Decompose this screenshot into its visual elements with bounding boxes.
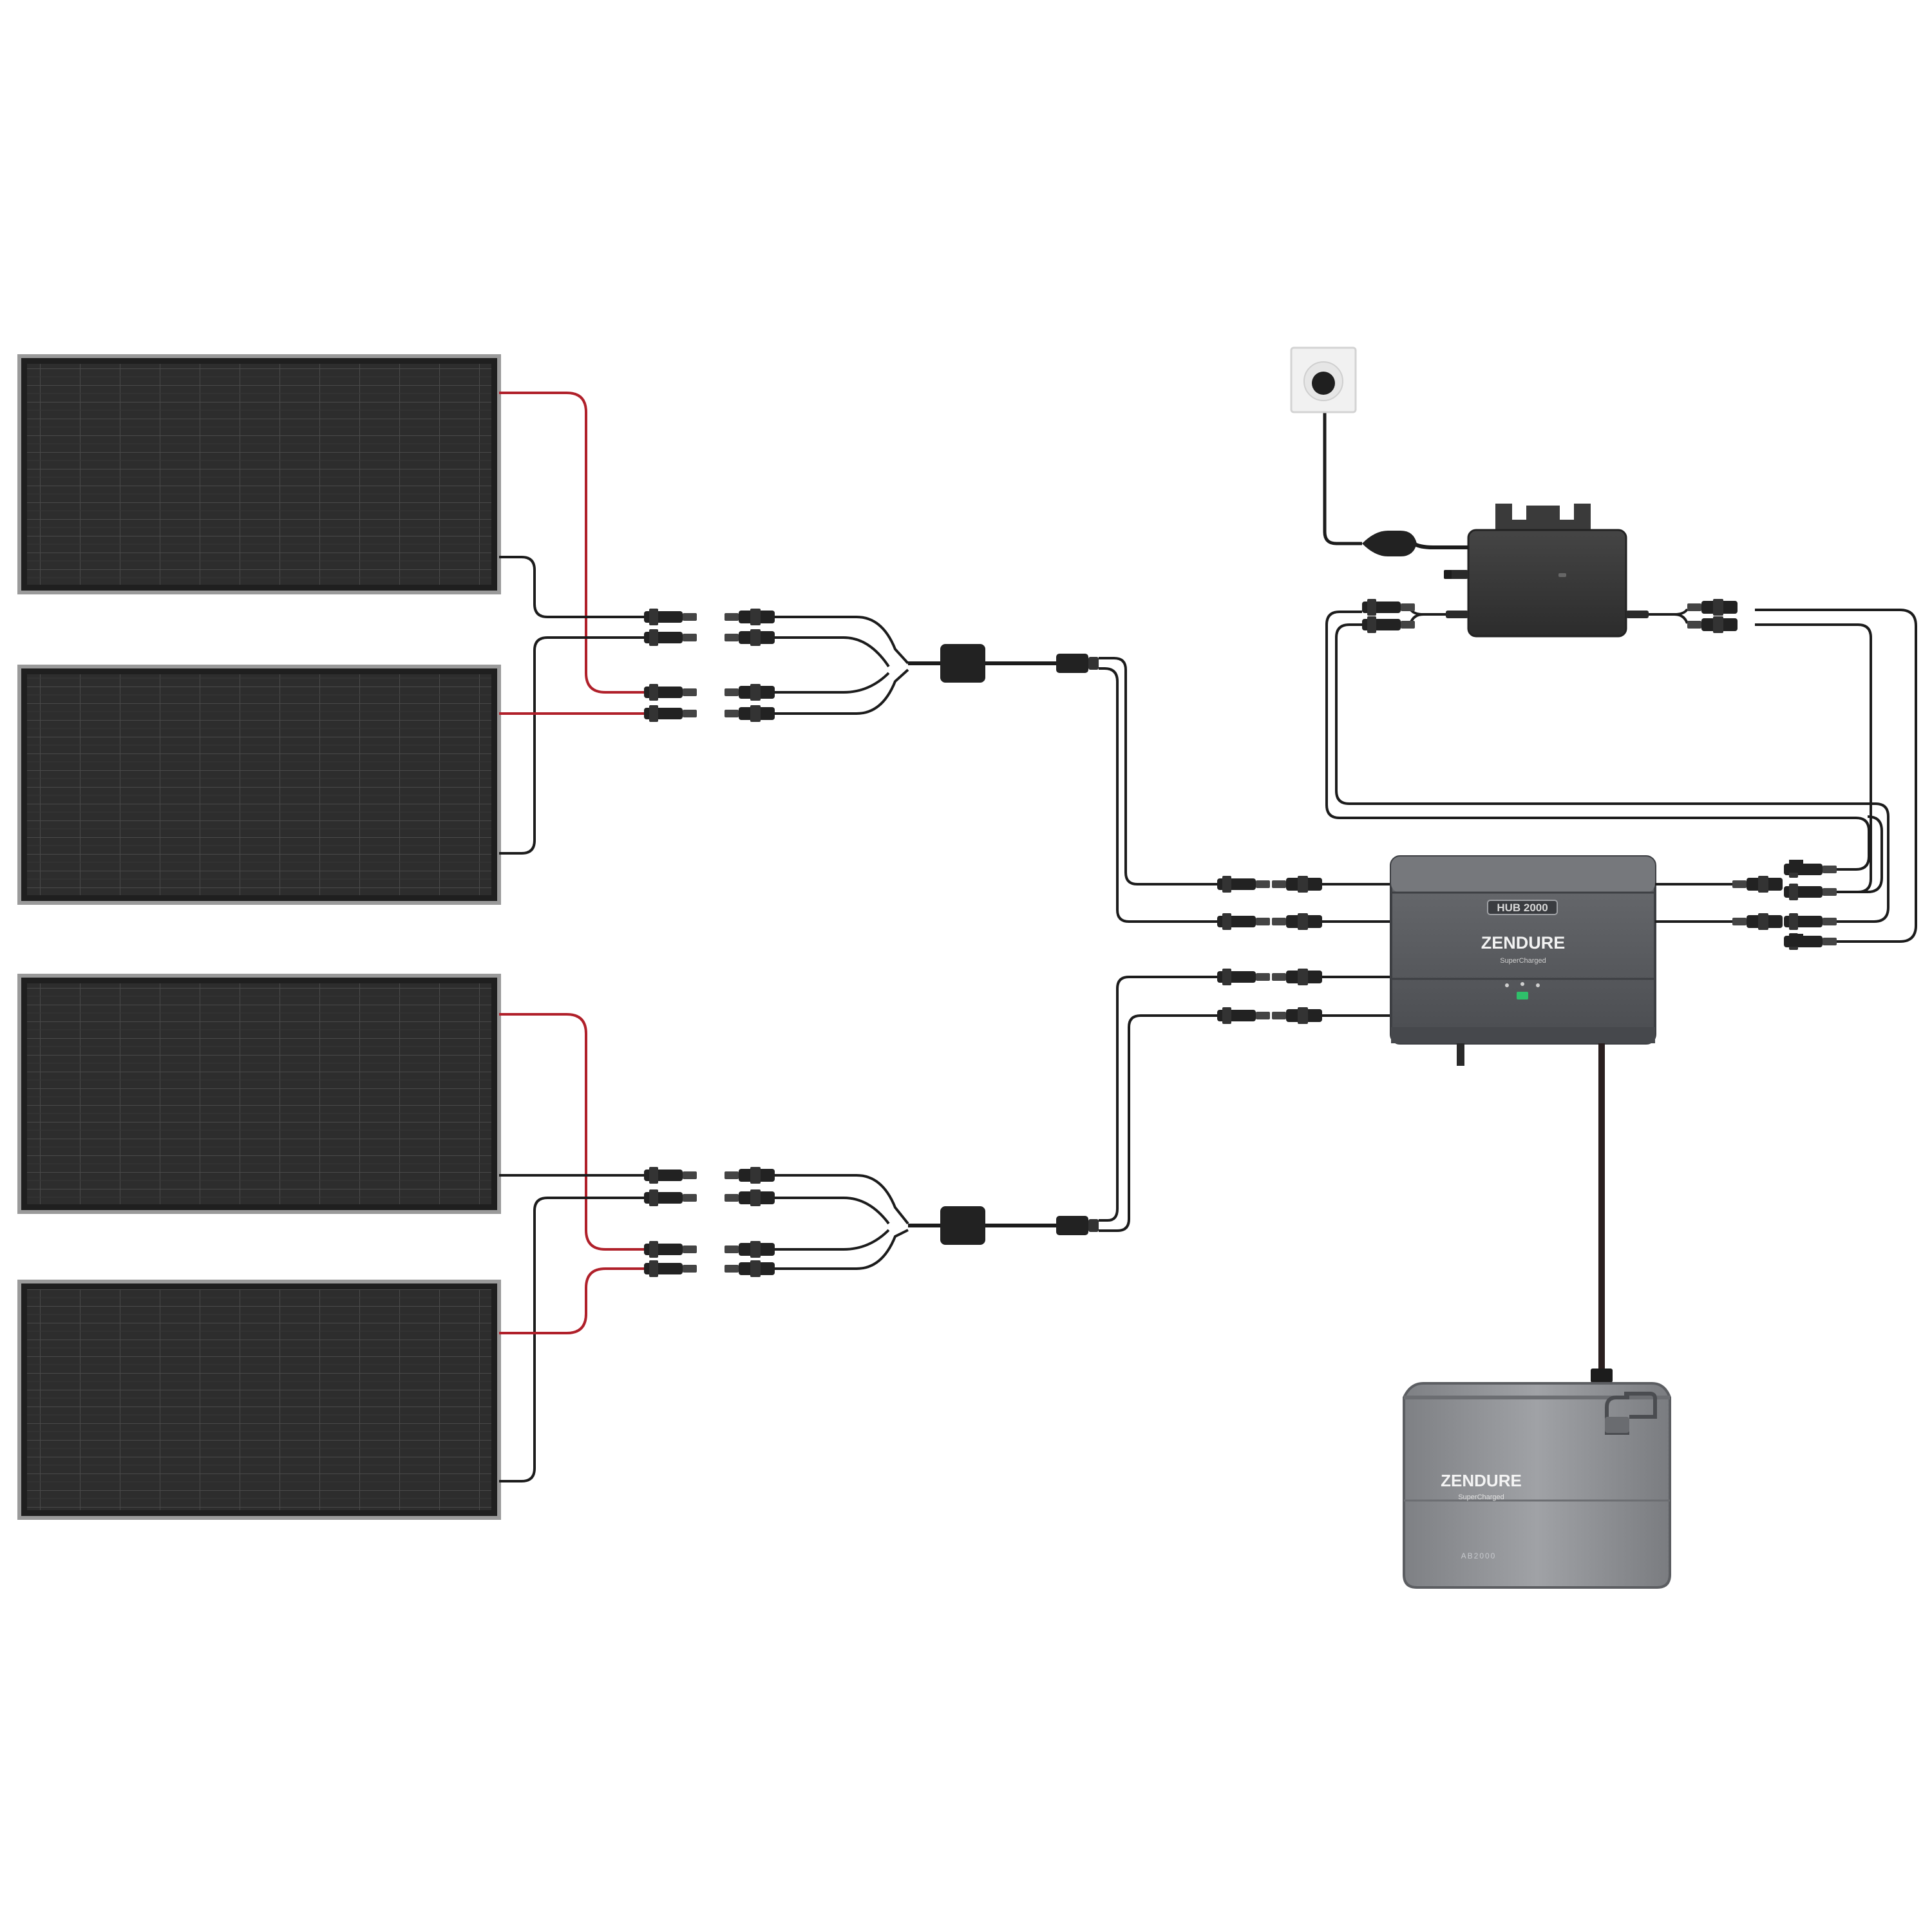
- panel-cables-upper: [499, 392, 644, 855]
- micro-inverter: [1423, 504, 1674, 638]
- hub-model-label: HUB 2000: [1497, 902, 1548, 914]
- cable-hub-to-inverter: [1325, 609, 1917, 943]
- inverter-dc-connectors: [1362, 599, 1738, 633]
- solar-panel-1: [17, 354, 501, 594]
- battery-model-label: AB2000: [1461, 1551, 1497, 1560]
- y-splitter-icon: [940, 1206, 985, 1245]
- battery-ab2000: ZENDURE SuperCharged AB2000: [1403, 1382, 1671, 1589]
- panel-cables-lower: [499, 1013, 644, 1482]
- wall-socket: [1290, 346, 1357, 413]
- hub-pv-input-connectors: [1217, 876, 1394, 1024]
- mc4-connector-group-upper: [644, 609, 775, 722]
- hub-2000: HUB 2000 ZENDURE SuperCharged: [1390, 855, 1656, 1066]
- black-lead-panel-1: [499, 556, 644, 618]
- red-lead-panel-3: [499, 1013, 644, 1251]
- y-splitter-icon: [940, 644, 985, 683]
- battery-tagline-label: SuperCharged: [1458, 1493, 1504, 1501]
- cable-lower-to-hub: [1099, 976, 1220, 1232]
- red-lead-panel-1: [499, 392, 644, 694]
- mc4-connector-group-lower: [644, 1167, 775, 1277]
- solar-panel-3: [17, 974, 501, 1214]
- solar-panel-4: [17, 1280, 501, 1520]
- y-splitter-lower: [775, 1174, 1099, 1270]
- cable-upper-to-hub: [1099, 657, 1220, 923]
- battery-brand-label: ZENDURE: [1441, 1471, 1522, 1490]
- hub-tagline-label: SuperCharged: [1500, 957, 1546, 965]
- ac-cable: [1323, 412, 1468, 556]
- solar-panel-2: [17, 665, 501, 905]
- hub-brand-label: ZENDURE: [1481, 933, 1566, 952]
- y-splitter-upper: [775, 616, 1099, 715]
- hub-output-connectors: [1655, 860, 1837, 950]
- hub-model-badge: [1487, 900, 1558, 915]
- black-lead-panel-4: [499, 1197, 644, 1482]
- black-lead-panel-2: [499, 636, 644, 855]
- red-lead-panel-4: [499, 1267, 644, 1334]
- hub-status-led: [1517, 992, 1528, 999]
- battery-cable: [1591, 1043, 1613, 1383]
